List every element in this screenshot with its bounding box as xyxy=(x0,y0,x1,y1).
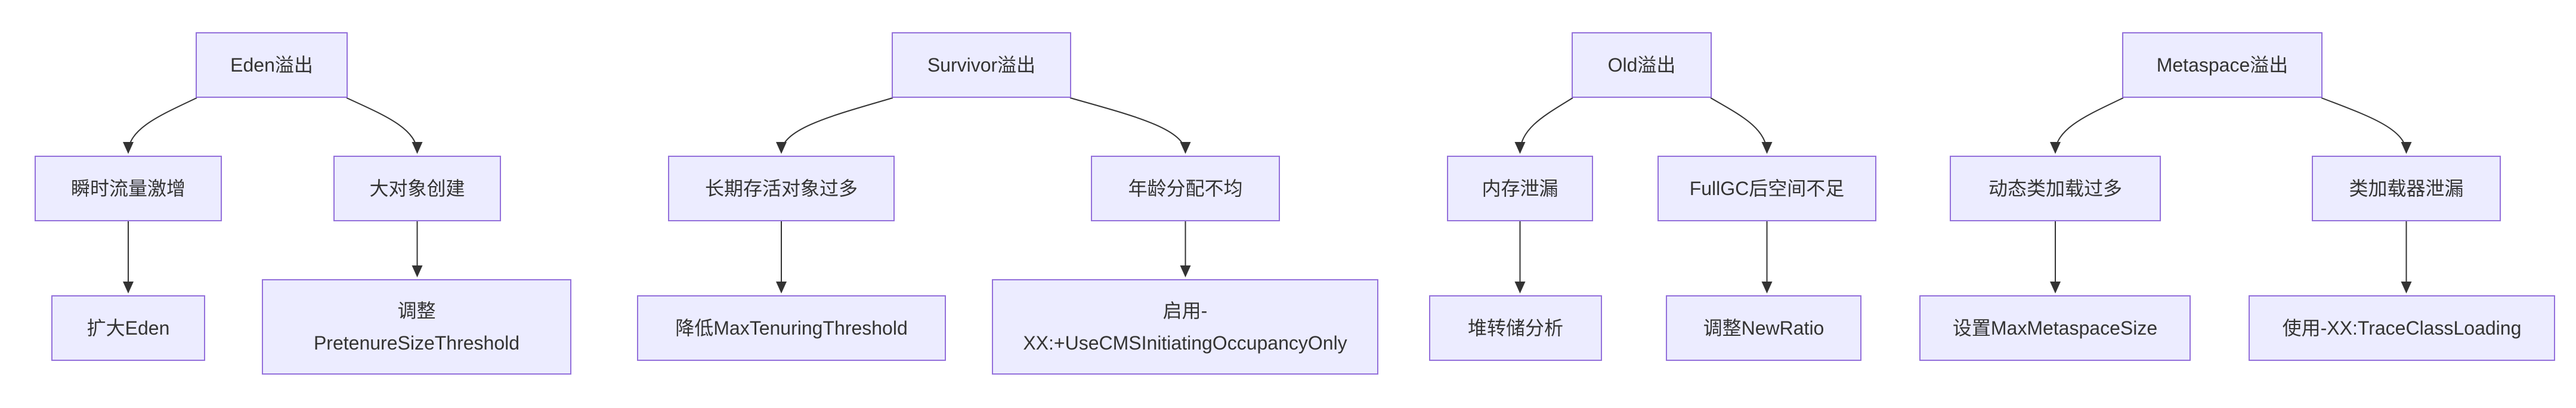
edge-old-root-to-old-cause-2 xyxy=(1710,97,1773,154)
node-label: 堆转储分析 xyxy=(1467,317,1563,339)
node-label: 动态类加载过多 xyxy=(1988,177,2122,199)
node-label: PretenureSizeThreshold xyxy=(313,332,520,354)
edge-old-root-to-old-cause-1 xyxy=(1514,97,1573,154)
node-label: 类加载器泄漏 xyxy=(2349,177,2464,199)
node-label: Old溢出 xyxy=(1607,54,1676,76)
node-old-cause-2: FullGC后空间不足 xyxy=(1657,156,1876,221)
node-survivor-cause-2: 年龄分配不均 xyxy=(1091,156,1280,221)
node-label: XX:+UseCMSInitiatingOccupancyOnly xyxy=(1023,332,1347,354)
node-label: Eden溢出 xyxy=(230,54,313,76)
node-label: 扩大Eden xyxy=(86,317,170,339)
node-eden-cause-2: 大对象创建 xyxy=(333,156,501,221)
node-old-root: Old溢出 xyxy=(1572,32,1712,98)
node-label: Survivor溢出 xyxy=(927,54,1036,76)
node-survivor-fix-1: 降低MaxTenuringThreshold xyxy=(637,295,946,361)
node-metaspace-fix-1: 设置MaxMetaspaceSize xyxy=(1919,295,2191,361)
node-label: FullGC后空间不足 xyxy=(1689,177,1845,199)
node-metaspace-cause-2: 类加载器泄漏 xyxy=(2312,156,2501,221)
edge-metaspace-root-to-metaspace-cause-2 xyxy=(2321,97,2412,154)
node-label: 内存泄漏 xyxy=(1482,177,1558,199)
node-label: 瞬时流量激增 xyxy=(70,177,185,199)
node-label: 年龄分配不均 xyxy=(1128,177,1243,199)
node-label: 调整NewRatio xyxy=(1703,317,1824,339)
node-label: Metaspace溢出 xyxy=(2156,54,2289,76)
node-eden-fix-1: 扩大Eden xyxy=(51,295,205,361)
node-eden-fix-2: 调整 PretenureSizeThreshold xyxy=(262,279,571,375)
node-eden-root: Eden溢出 xyxy=(196,32,348,98)
node-label: 长期存活对象过多 xyxy=(704,177,858,199)
node-label: 大对象创建 xyxy=(369,177,465,199)
edge-eden-root-to-eden-cause-1 xyxy=(123,97,197,154)
node-label: 设置MaxMetaspaceSize xyxy=(1952,317,2158,339)
node-label: 调整 xyxy=(397,299,436,322)
node-old-cause-1: 内存泄漏 xyxy=(1447,156,1593,221)
node-label: 降低MaxTenuringThreshold xyxy=(675,317,908,339)
node-old-fix-1: 堆转储分析 xyxy=(1429,295,1602,361)
node-metaspace-root: Metaspace溢出 xyxy=(2122,32,2323,98)
node-metaspace-fix-2: 使用-XX:TraceClassLoading xyxy=(2249,295,2555,361)
node-survivor-root: Survivor溢出 xyxy=(892,32,1071,98)
node-old-fix-2: 调整NewRatio xyxy=(1666,295,1861,361)
edge-survivor-root-to-survivor-cause-2 xyxy=(1069,97,1191,154)
node-survivor-cause-1: 长期存活对象过多 xyxy=(668,156,895,221)
node-label: 启用- xyxy=(1162,299,1208,322)
edge-metaspace-root-to-metaspace-cause-1 xyxy=(2050,97,2124,154)
edge-eden-root-to-eden-cause-2 xyxy=(346,97,423,154)
node-survivor-fix-2: 启用- XX:+UseCMSInitiatingOccupancyOnly xyxy=(992,279,1378,375)
node-eden-cause-1: 瞬时流量激增 xyxy=(35,156,222,221)
edge-survivor-root-to-survivor-cause-1 xyxy=(776,97,893,154)
node-metaspace-cause-1: 动态类加载过多 xyxy=(1950,156,2161,221)
node-label: 使用-XX:TraceClassLoading xyxy=(2282,317,2522,339)
